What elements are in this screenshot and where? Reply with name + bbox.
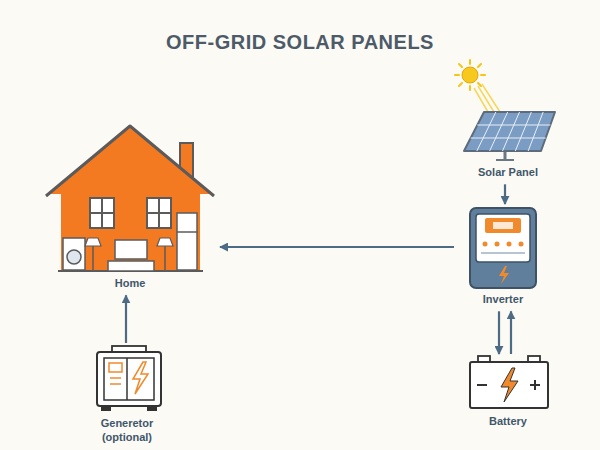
- solar-panel-icon: [464, 112, 555, 160]
- control-panel: [109, 363, 122, 372]
- sun-ray: [469, 60, 471, 64]
- flow-arrow: [220, 247, 454, 248]
- indicator-dot: [483, 242, 488, 247]
- arrow-line: [125, 295, 127, 343]
- window-bar: [90, 212, 114, 214]
- node-label: Home: [70, 276, 190, 290]
- inverter-panel: [476, 214, 530, 262]
- sun-ray: [469, 86, 471, 90]
- lamp-stand: [92, 246, 94, 270]
- bolt-symbol: [501, 368, 518, 402]
- battery-node: Battery: [459, 354, 557, 433]
- sun-ray: [455, 74, 459, 76]
- plus-sign: [534, 380, 536, 390]
- sun-beam: [482, 84, 500, 112]
- lamp: [157, 238, 173, 270]
- sun-icon: [455, 60, 500, 112]
- generator-panel: [104, 358, 154, 400]
- sun-ray: [459, 64, 462, 67]
- tv-screen: [115, 240, 147, 259]
- sun-disc: [462, 67, 478, 83]
- inverter-node: Inverter: [454, 204, 552, 311]
- lamp-shade: [157, 238, 173, 246]
- flow-arrow: [126, 295, 127, 343]
- fridge-door-line: [177, 231, 197, 233]
- battery-body: [470, 362, 548, 408]
- inverter-case: [470, 208, 536, 288]
- control-line: [110, 383, 121, 385]
- panel-face: [464, 112, 555, 151]
- cell-line: [477, 125, 550, 126]
- cell-line: [515, 112, 531, 151]
- generator-frame: [97, 352, 161, 406]
- washer-body: [63, 238, 85, 270]
- generator-icon: [97, 346, 161, 411]
- lamp: [85, 238, 101, 270]
- panel-post: [504, 151, 507, 160]
- generator-foot: [147, 406, 157, 411]
- bolt-symbol: [499, 266, 509, 284]
- inverter-icon: [470, 208, 536, 288]
- window-bar: [147, 212, 171, 214]
- washing-machine: [63, 238, 85, 270]
- cell-line: [503, 112, 520, 151]
- lamp-shade: [85, 238, 101, 246]
- sun-ray: [481, 74, 485, 76]
- solar-panel-node: Solar Panel: [454, 58, 562, 184]
- house-body: [48, 126, 212, 271]
- arrow-line: [504, 184, 506, 204]
- fridge: [177, 213, 197, 270]
- cell-line: [471, 138, 546, 139]
- arrow-line: [510, 311, 512, 354]
- minus-sign: [477, 384, 487, 386]
- arrow-line: [220, 246, 454, 248]
- node-label: Solar Panel: [458, 165, 558, 179]
- inverter-display: [485, 218, 521, 233]
- roof-line: [46, 126, 214, 196]
- generator-node: Generetor (optional): [68, 343, 186, 450]
- tv-cabinet: [108, 261, 154, 271]
- window-frame: [147, 198, 171, 228]
- arrow-line: [498, 311, 500, 354]
- sun-ray: [478, 64, 481, 67]
- diagram-title: OFF-GRID SOLAR PANELS: [0, 31, 600, 54]
- panel-foot: [496, 159, 514, 161]
- indicator-dot: [519, 242, 524, 247]
- fridge-body: [177, 213, 197, 270]
- house-icon: [46, 126, 214, 271]
- sun-beams: [474, 84, 500, 112]
- display-digits: [493, 222, 513, 229]
- panel-line: [481, 252, 525, 254]
- tv-set: [108, 240, 154, 271]
- flow-arrow: [499, 311, 511, 354]
- node-label: Inverter: [458, 292, 548, 306]
- cell-line: [528, 112, 543, 151]
- sun-rays: [455, 60, 485, 90]
- bolt-symbol: [133, 362, 148, 394]
- window-frame: [90, 198, 114, 228]
- generator-foot: [101, 406, 111, 411]
- control-line: [110, 377, 121, 379]
- panel-grid: [471, 112, 551, 151]
- lamp-stand: [164, 246, 166, 270]
- home-node: Home: [40, 120, 220, 295]
- window: [147, 198, 171, 228]
- flow-arrow: [505, 184, 506, 204]
- indicator-dot: [507, 242, 512, 247]
- sun-ray: [478, 83, 481, 86]
- sun-ray: [459, 83, 462, 86]
- node-label: Generetor (optional): [87, 416, 167, 445]
- window: [90, 198, 114, 228]
- panel-divider: [126, 358, 128, 400]
- washer-door: [67, 250, 81, 264]
- cell-line: [477, 112, 496, 151]
- node-label: Battery: [463, 414, 553, 428]
- indicator-dot: [495, 242, 500, 247]
- battery-icon: [470, 356, 548, 408]
